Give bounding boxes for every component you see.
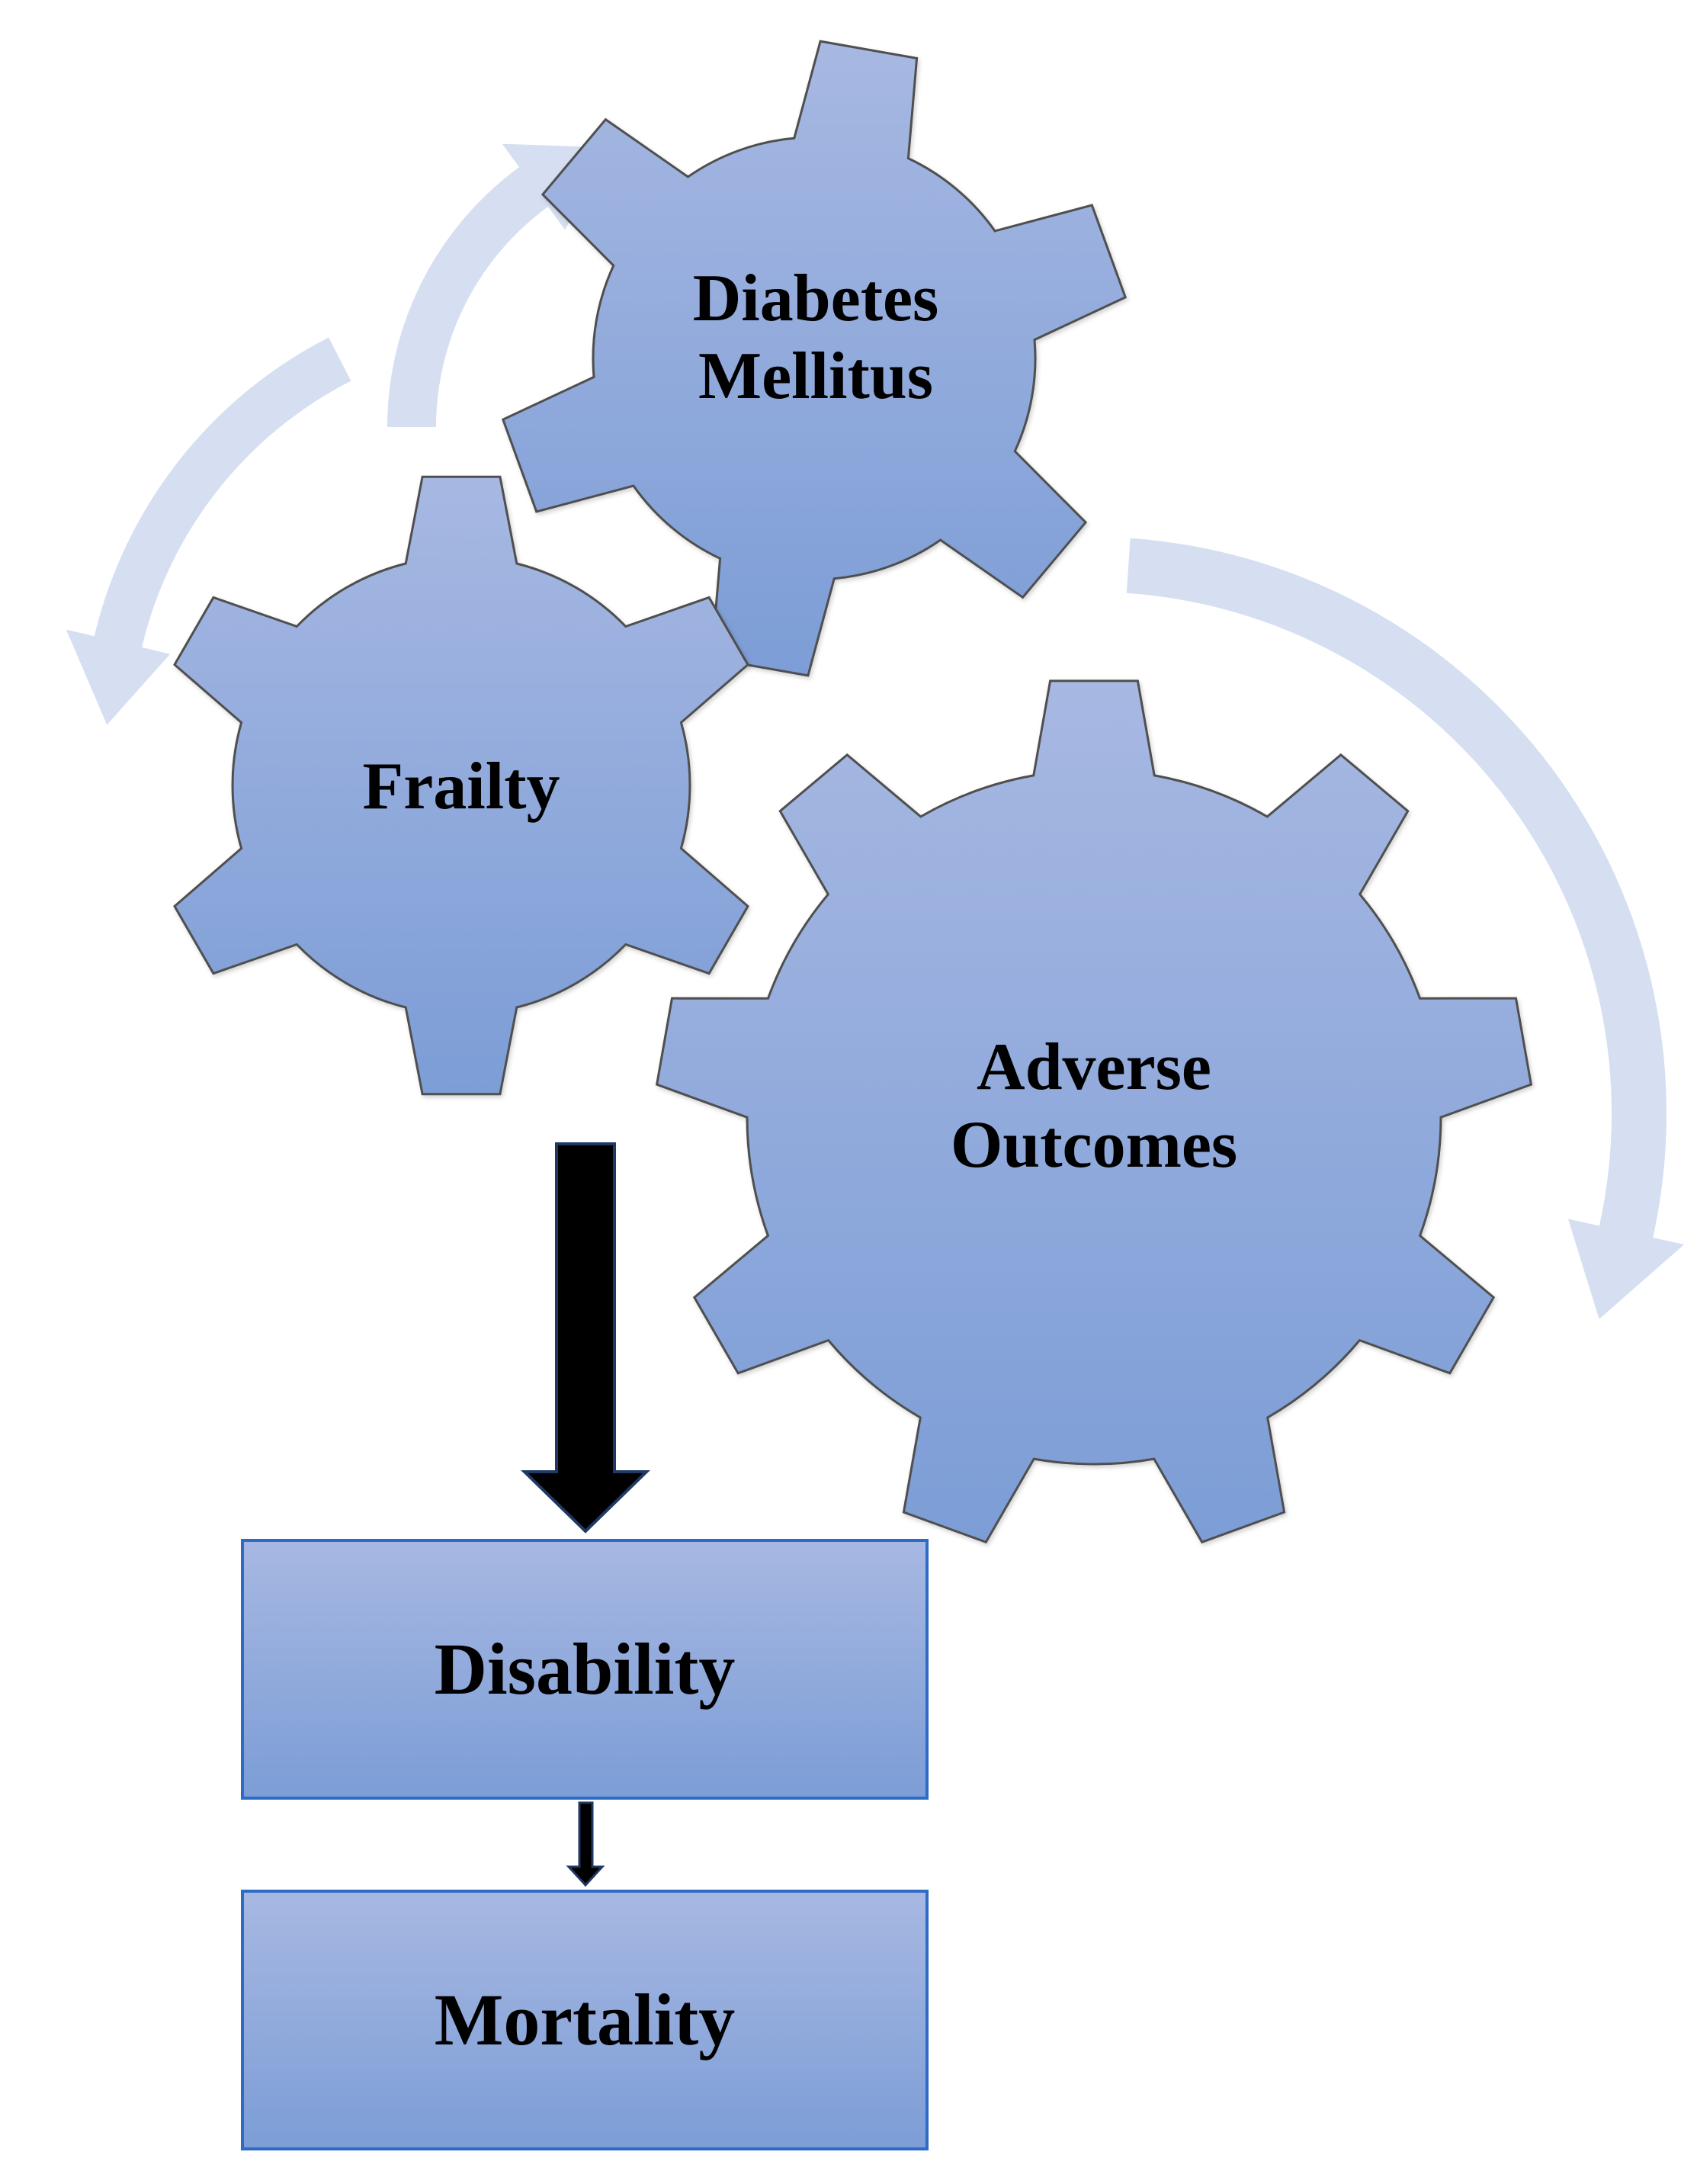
- gear-adverse-outcomes: Adverse Outcomes: [655, 679, 1533, 1544]
- disability-box: Disability: [241, 1539, 929, 1800]
- gear-adverse-shape: [655, 679, 1533, 1544]
- gear-diabetes-label-line2: Mellitus: [698, 339, 933, 413]
- gear-frailty-label: Frailty: [362, 750, 560, 824]
- cycle-arrow-left: [66, 337, 351, 725]
- mortality-box: Mortality: [241, 1890, 929, 2150]
- cycle-arrow-right: [1126, 538, 1685, 1319]
- mortality-label: Mortality: [435, 1979, 736, 2060]
- gear-frailty: Frailty: [173, 475, 749, 1096]
- gear-adverse-label-line2: Outcomes: [951, 1108, 1237, 1182]
- gear-frailty-shape: [173, 475, 749, 1096]
- gear-adverse-label-line1: Adverse: [977, 1030, 1211, 1104]
- gear-diabetes-shape: [501, 40, 1128, 677]
- gear-diabetes-label-line1: Diabetes: [693, 262, 939, 336]
- cycle-arrows: [66, 143, 1685, 1319]
- cycle-arrow-top: [387, 143, 608, 427]
- gear-diabetes-mellitus: Diabetes Mellitus: [501, 40, 1128, 677]
- down-arrow-large: [521, 1142, 650, 1534]
- disability-label: Disability: [435, 1628, 736, 1710]
- down-arrow-small: [566, 1801, 605, 1887]
